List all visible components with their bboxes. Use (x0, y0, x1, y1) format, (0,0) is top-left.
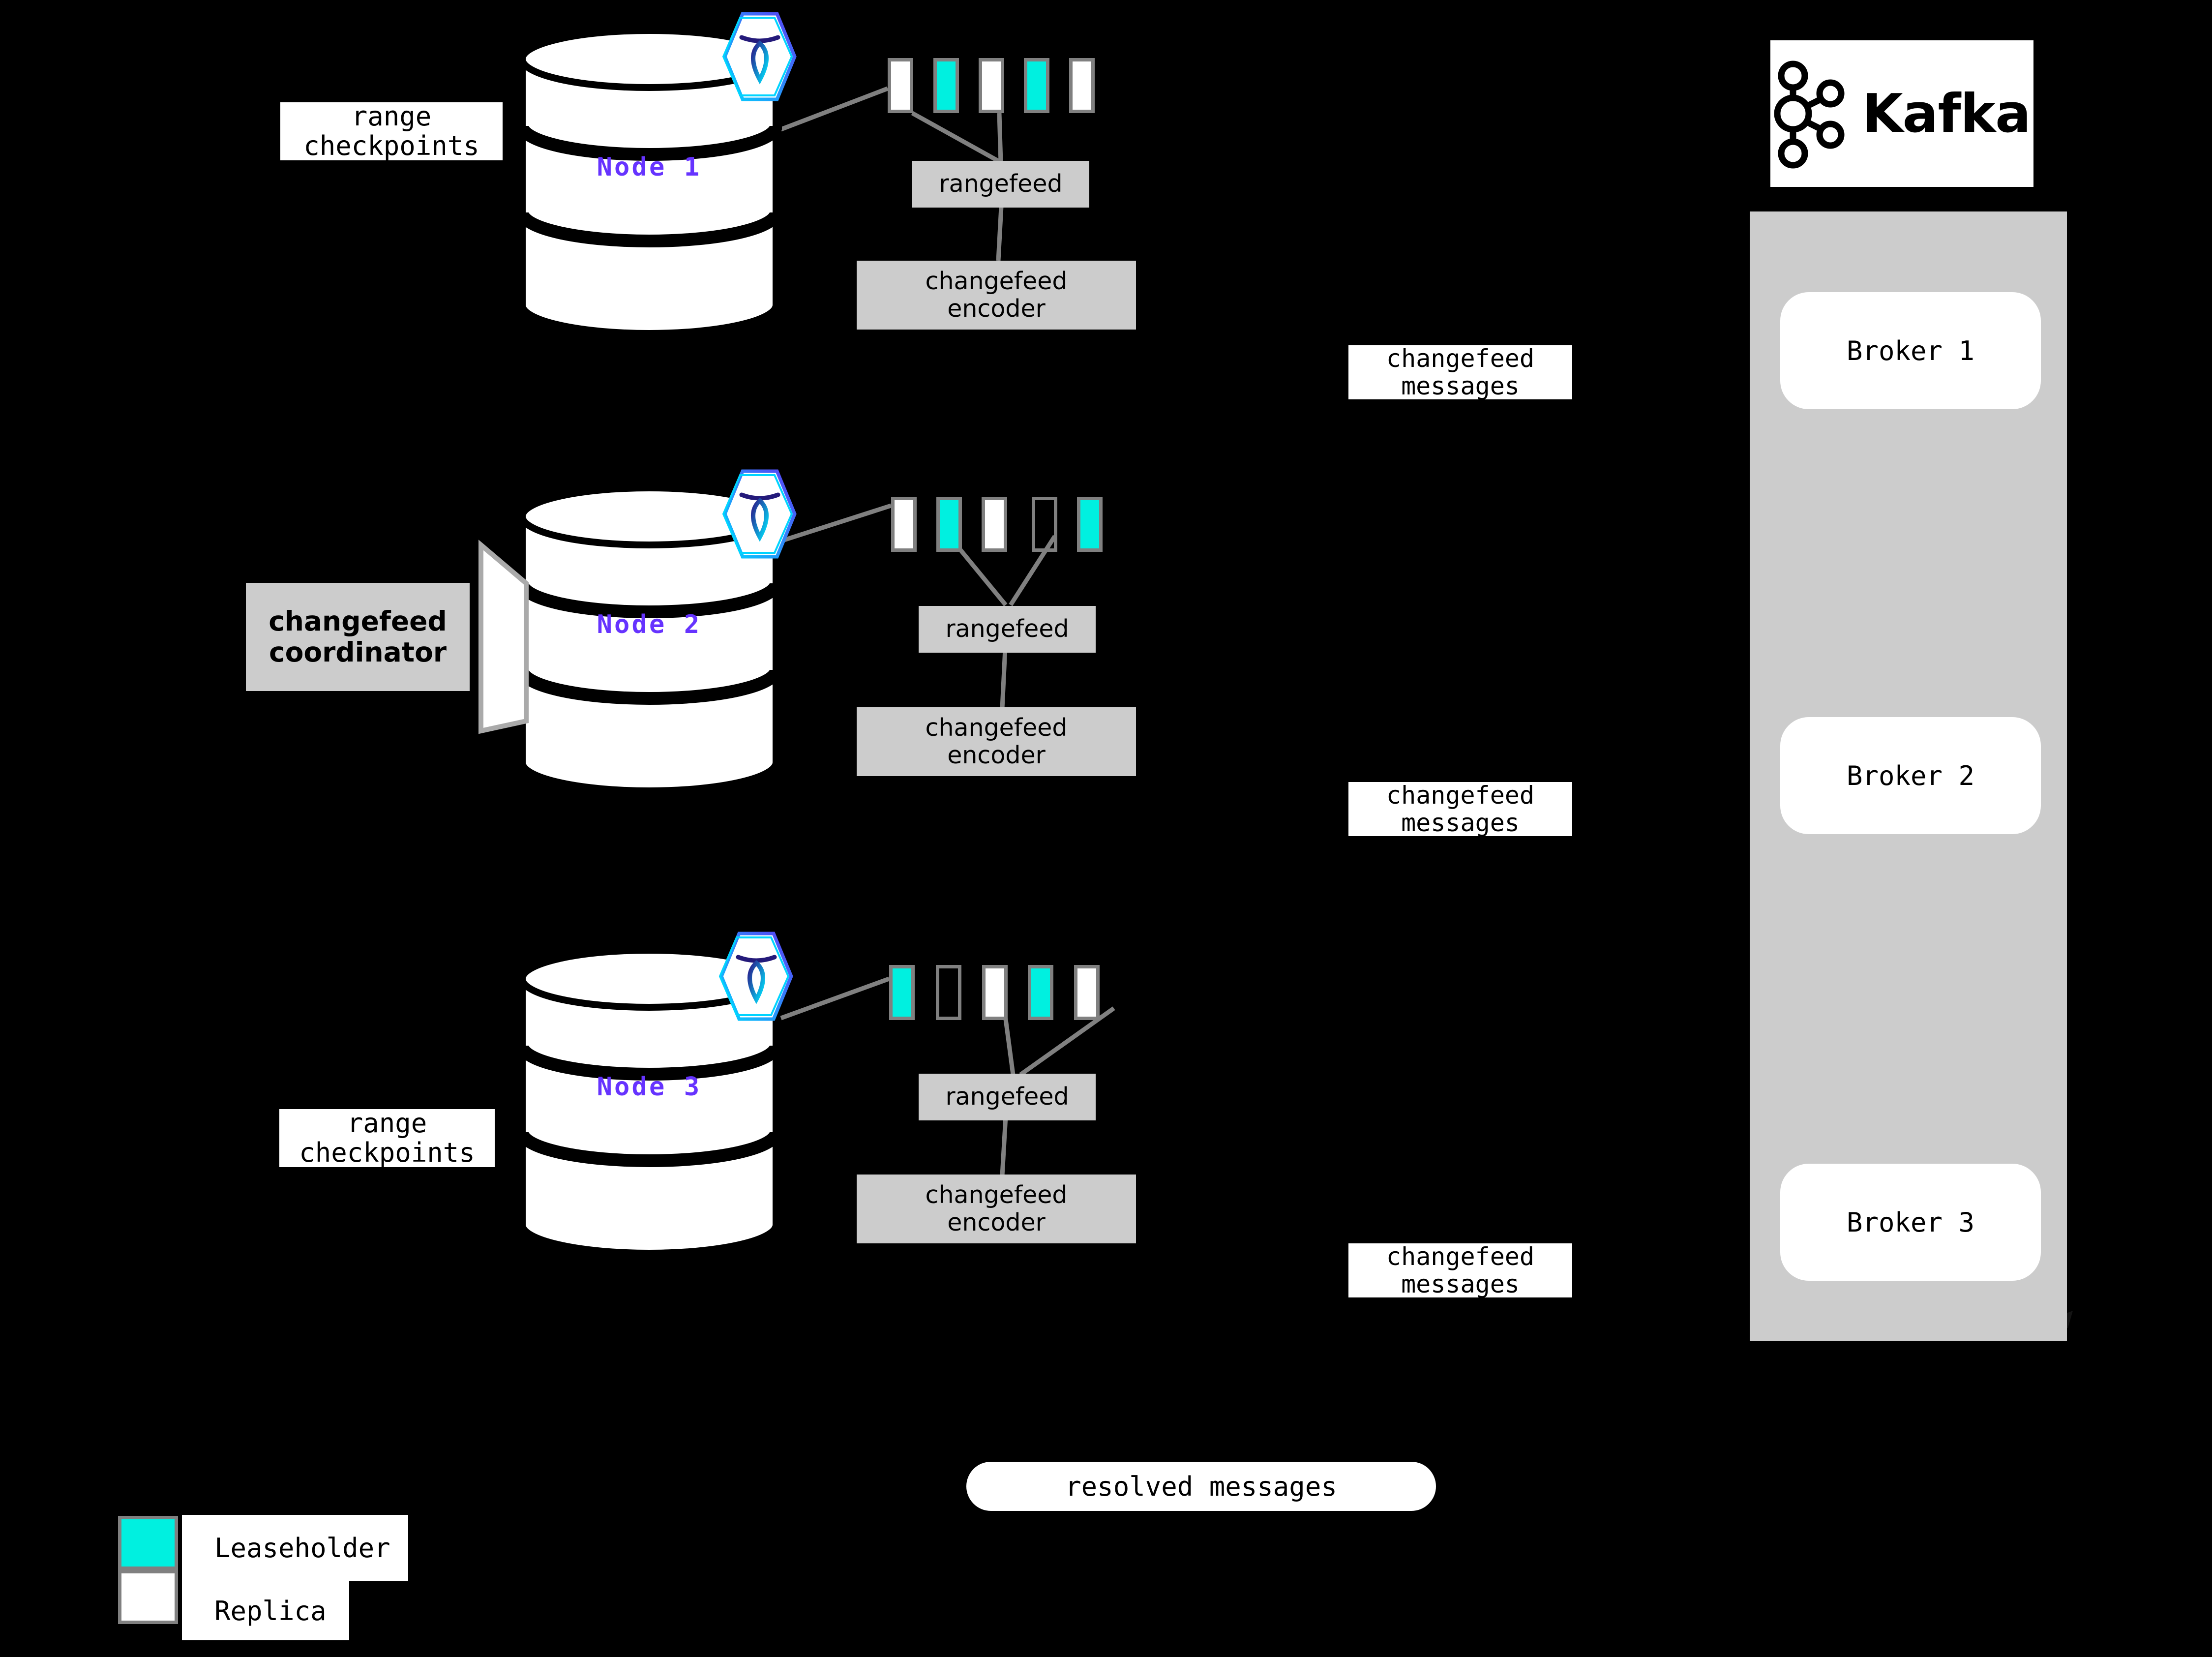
range-box[interactable] (979, 58, 1004, 113)
rangefeed-box-1[interactable]: rangefeed (912, 161, 1089, 208)
resolved-messages-pill: resolved messages (966, 1462, 1436, 1511)
node-cylinder-1: Node 1 (516, 30, 782, 334)
broker-3[interactable]: Broker 3 (1780, 1164, 2041, 1281)
range-box[interactable] (982, 965, 1008, 1020)
range-box[interactable] (1074, 965, 1100, 1020)
range-box[interactable] (936, 497, 962, 552)
coordinator-callout-wedge (477, 536, 541, 745)
range-box[interactable] (1028, 965, 1053, 1020)
range-box[interactable] (1069, 58, 1095, 113)
broker-2[interactable]: Broker 2 (1780, 717, 2041, 834)
range-box[interactable] (888, 58, 913, 113)
kafka-wordmark: Kafka (1862, 83, 2031, 145)
cockroachdb-hexagon-icon-2 (713, 467, 807, 563)
changefeed-encoder-box-3[interactable]: changefeed encoder (857, 1175, 1136, 1243)
range-box[interactable] (1032, 497, 1057, 552)
broker-1[interactable]: Broker 1 (1780, 292, 2041, 409)
node-cylinder-2: Node 2 (516, 487, 782, 792)
node-label-2: Node 2 (597, 610, 702, 639)
rangefeed-box-3[interactable]: rangefeed (919, 1074, 1096, 1120)
range-box[interactable] (982, 497, 1007, 552)
changefeed-messages-label-3: changefeed messages (1348, 1243, 1572, 1298)
changefeed-messages-label-1: changefeed messages (1348, 345, 1572, 400)
changefeed-coordinator-box[interactable]: changefeed coordinator (246, 583, 470, 691)
changefeed-encoder-box-2[interactable]: changefeed encoder (857, 707, 1136, 776)
range-checkpoints-label-1: range checkpoints (280, 101, 503, 161)
range-checkpoints-label-3: range checkpoints (279, 1108, 495, 1168)
range-box[interactable] (933, 58, 959, 113)
range-box[interactable] (1077, 497, 1103, 552)
node-label-3: Node 3 (597, 1072, 702, 1102)
changefeed-encoder-box-1[interactable]: changefeed encoder (857, 261, 1136, 330)
changefeed-messages-label-2: changefeed messages (1348, 782, 1572, 837)
range-box[interactable] (889, 965, 915, 1020)
range-box[interactable] (891, 497, 917, 552)
rangefeed-box-2[interactable]: rangefeed (919, 606, 1096, 653)
node-label-1: Node 1 (597, 152, 702, 182)
legend-label-replica: Replica (182, 1581, 349, 1640)
node-cylinder-3: Node 3 (516, 949, 782, 1254)
legend-label-leaseholder: Leaseholder (182, 1515, 408, 1581)
legend-swatch-leaseholder (118, 1516, 178, 1570)
cockroachdb-hexagon-icon-1 (713, 10, 807, 105)
cockroachdb-hexagon-icon-3 (710, 930, 803, 1025)
kafka-logo-icon: Kafka (1770, 40, 2033, 187)
range-box[interactable] (936, 965, 961, 1020)
range-box[interactable] (1024, 58, 1049, 113)
legend-swatch-replica (118, 1570, 178, 1624)
